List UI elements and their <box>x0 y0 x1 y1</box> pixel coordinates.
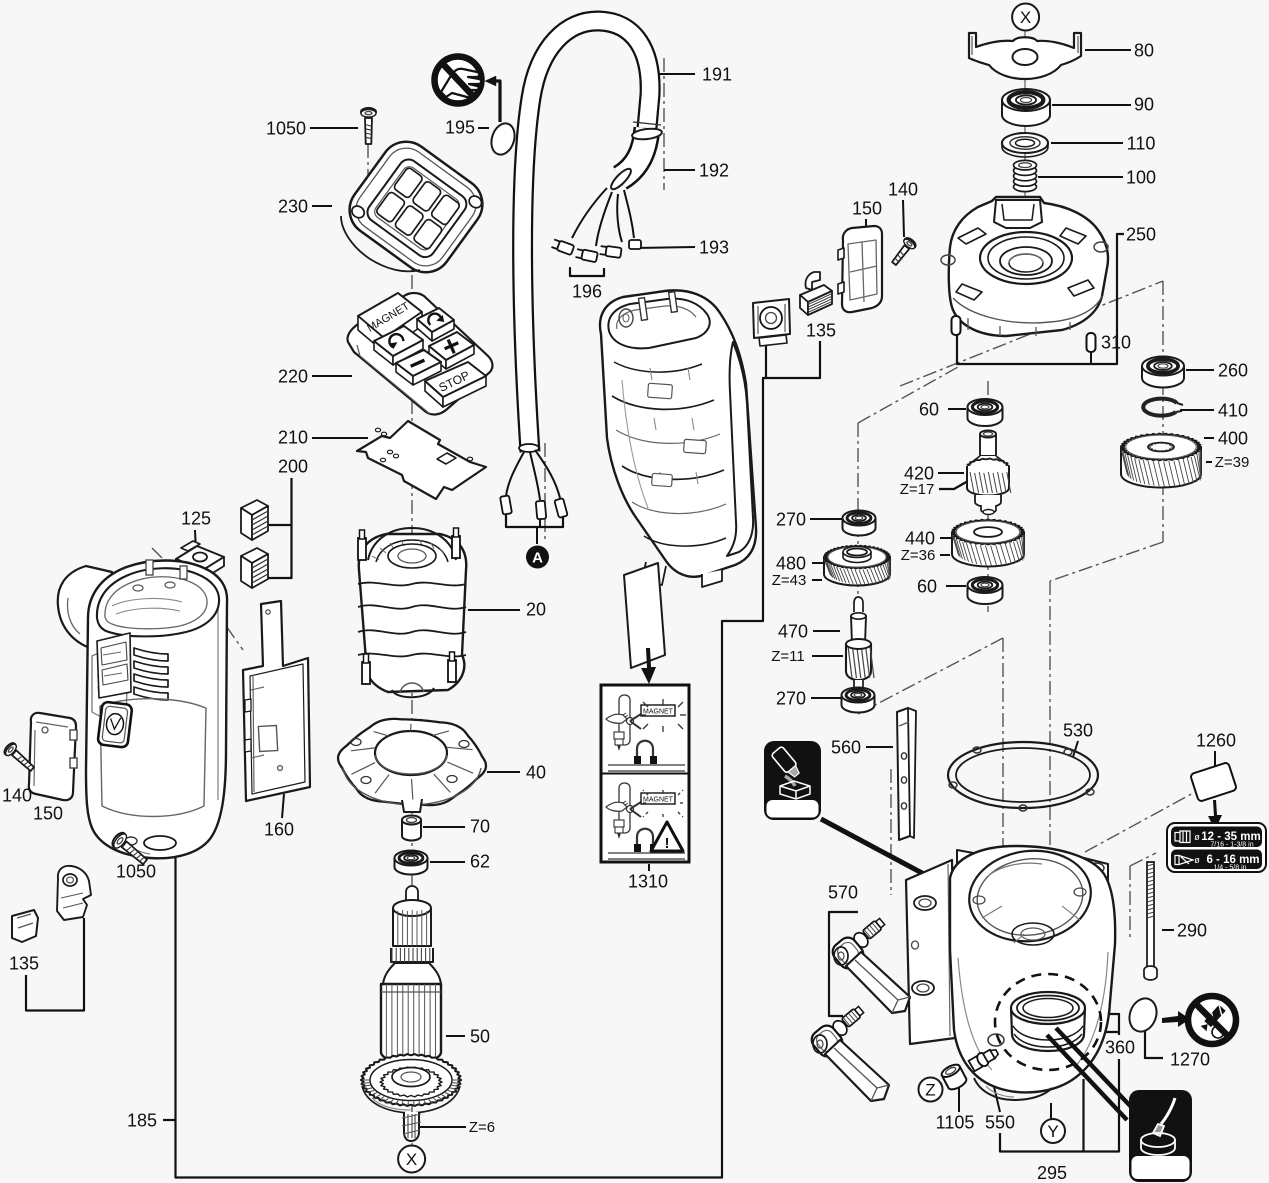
svg-text:200: 200 <box>278 457 308 477</box>
svg-text:140: 140 <box>2 786 32 806</box>
svg-text:A: A <box>532 550 543 567</box>
svg-text:ø: ø <box>1194 832 1200 842</box>
svg-text:1/4 - 5/8 in: 1/4 - 5/8 in <box>1213 864 1246 871</box>
svg-text:193: 193 <box>699 238 729 258</box>
svg-text:6 - 16 mm: 6 - 16 mm <box>1206 854 1259 866</box>
svg-text:1310: 1310 <box>628 872 668 892</box>
svg-text:X: X <box>406 1150 417 1169</box>
svg-text:Z=6: Z=6 <box>469 1119 495 1136</box>
svg-text:7/16 - 1-3/8 in: 7/16 - 1-3/8 in <box>1210 841 1253 848</box>
svg-text:530: 530 <box>1063 721 1093 741</box>
svg-text:1105: 1105 <box>936 1113 975 1133</box>
svg-text:310: 310 <box>1101 333 1131 353</box>
svg-text:135: 135 <box>806 321 836 341</box>
svg-text:Z=11: Z=11 <box>771 648 805 665</box>
svg-text:195: 195 <box>445 118 475 138</box>
svg-text:135: 135 <box>9 954 39 974</box>
svg-text:1050: 1050 <box>116 862 156 882</box>
svg-text:90: 90 <box>1134 95 1154 115</box>
svg-text:Y: Y <box>1047 1122 1058 1141</box>
svg-text:110: 110 <box>1127 134 1156 154</box>
svg-text:1050: 1050 <box>266 119 306 139</box>
svg-text:440: 440 <box>905 529 935 549</box>
svg-text:150: 150 <box>33 804 63 824</box>
svg-text:80: 80 <box>1134 41 1154 61</box>
svg-text:410: 410 <box>1218 401 1248 421</box>
svg-text:Z: Z <box>925 1081 935 1100</box>
svg-text:Z=36: Z=36 <box>901 547 936 564</box>
svg-text:100: 100 <box>1126 168 1156 188</box>
svg-text:270: 270 <box>776 689 806 709</box>
svg-text:230: 230 <box>278 197 308 217</box>
svg-text:191: 191 <box>702 65 732 85</box>
svg-text:MAGNET: MAGNET <box>643 797 674 804</box>
svg-text:185: 185 <box>127 1111 157 1131</box>
svg-text:250: 250 <box>1126 225 1156 245</box>
svg-text:480: 480 <box>776 554 806 574</box>
svg-text:400: 400 <box>1218 429 1248 449</box>
svg-text:125: 125 <box>181 509 211 529</box>
svg-text:12 - 35 mm: 12 - 35 mm <box>1201 831 1260 843</box>
svg-text:X: X <box>1020 8 1031 27</box>
svg-text:Z=17: Z=17 <box>900 481 935 498</box>
svg-text:192: 192 <box>699 161 729 181</box>
svg-text:160: 160 <box>264 820 294 840</box>
svg-text:Z=43: Z=43 <box>772 572 807 589</box>
svg-text:62: 62 <box>470 852 490 872</box>
svg-text:1270: 1270 <box>1170 1050 1210 1070</box>
svg-text:!: ! <box>665 835 670 852</box>
svg-text:20: 20 <box>526 600 546 620</box>
svg-text:220: 220 <box>278 367 308 387</box>
svg-text:270: 270 <box>776 510 806 530</box>
svg-text:60: 60 <box>919 400 939 420</box>
svg-text:470: 470 <box>778 622 808 642</box>
svg-text:140: 140 <box>888 180 918 200</box>
svg-text:150: 150 <box>852 199 882 219</box>
svg-text:210: 210 <box>278 428 308 448</box>
svg-text:Z=39: Z=39 <box>1215 454 1250 471</box>
svg-text:360: 360 <box>1105 1038 1135 1058</box>
svg-text:260: 260 <box>1218 361 1248 381</box>
svg-text:550: 550 <box>985 1113 1015 1133</box>
svg-text:1260: 1260 <box>1196 731 1236 751</box>
svg-text:60: 60 <box>917 577 937 597</box>
svg-text:295: 295 <box>1037 1163 1067 1183</box>
svg-text:70: 70 <box>470 817 490 837</box>
svg-text:50: 50 <box>470 1027 490 1047</box>
svg-text:290: 290 <box>1177 921 1207 941</box>
svg-text:ø: ø <box>1194 855 1200 865</box>
svg-text:196: 196 <box>572 282 602 302</box>
svg-text:420: 420 <box>904 464 934 484</box>
svg-text:570: 570 <box>828 883 858 903</box>
svg-text:560: 560 <box>831 738 861 758</box>
svg-text:40: 40 <box>526 763 546 783</box>
svg-text:MAGNET: MAGNET <box>643 709 674 716</box>
